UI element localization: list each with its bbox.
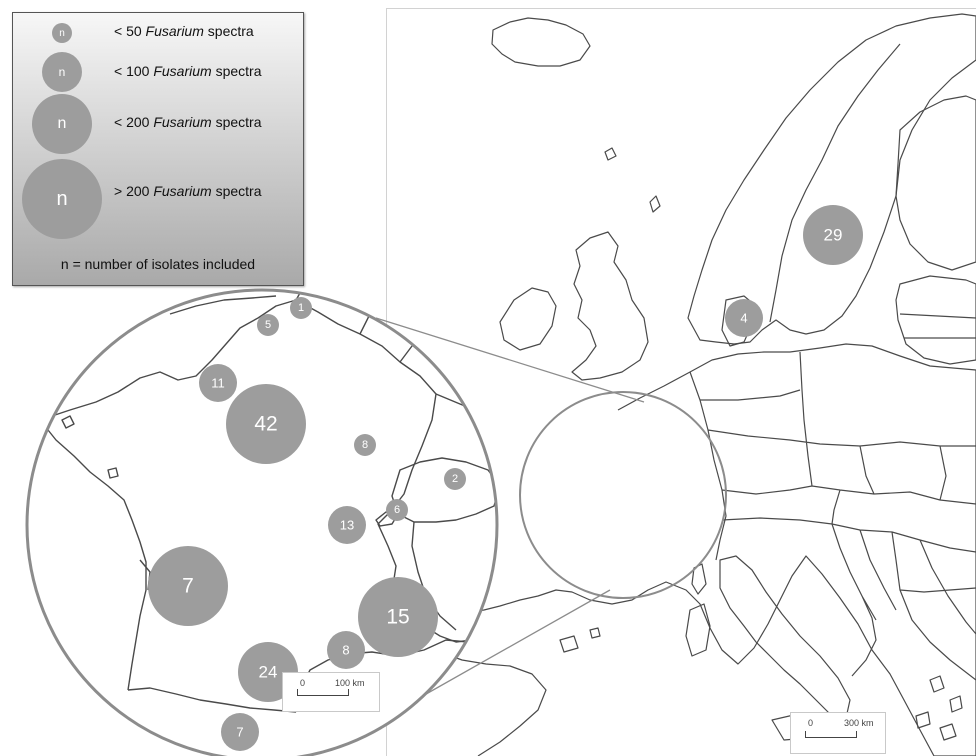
corsica-outline [691,563,707,595]
legend-label-gt200: > 200 Fusarium spectra [114,183,262,199]
legend: n < 50 Fusarium spectra n < 100 Fusarium… [12,12,304,286]
faroe-outline [604,147,617,161]
france-marker-7 [328,506,366,544]
baltics-borders [899,313,976,339]
france-marker-label-5: 2 [452,473,458,485]
france-marker-8 [148,546,228,626]
continent-outline [386,343,976,756]
europe-scalebar-zero: 0 [808,718,814,728]
inset-scalebar-end: 100 km [335,678,365,688]
france-marker-10 [327,631,365,669]
legend-symbol-lt100: n [42,52,82,92]
france-marker-label-4: 8 [362,439,368,451]
france-marker-12 [221,713,259,751]
scandinavia-outline [687,13,976,345]
ireland-outline [499,287,557,351]
france-marker-0 [290,297,312,319]
france-marker-6 [386,499,408,521]
europe-marker-label-1: 4 [740,311,747,326]
europe-marker-0 [803,205,863,265]
france-marker-label-11: 24 [259,663,278,682]
france-marker-label-10: 8 [342,643,349,658]
finland-outline [895,95,976,271]
shetland-outline [649,195,661,213]
legend-symbol-lt200: n [32,94,92,154]
sardinia-outline [685,603,711,657]
france-marker-label-1: 5 [265,319,271,331]
brittany-islands [61,415,119,479]
france-marker-2 [199,364,237,402]
france-marker-label-2: 11 [211,376,225,391]
legend-label-lt100: < 100 Fusarium spectra [114,63,262,79]
france-marker-label-7: 13 [340,518,354,533]
baltics-outline [895,275,976,365]
france-outline [39,299,473,643]
france-marker-label-0: 1 [298,302,304,314]
italy-border [411,521,457,631]
inset-connector-lines [375,317,645,703]
france-west-coast [39,419,147,691]
france-marker-4 [354,434,376,456]
europe-marker-1 [725,299,763,337]
inset-outline-circle [25,288,499,756]
europe-scalebar: 0 300 km [790,712,886,754]
france-marker-label-9: 15 [386,606,409,629]
europe-outlines [386,13,976,756]
legend-label-lt50: < 50 Fusarium spectra [114,23,254,39]
legend-note: n = number of isolates included [60,256,256,272]
europe-marker-label-0: 29 [824,226,843,245]
aegean-islands [915,675,963,741]
europe-scalebar-end: 300 km [844,718,874,728]
great-britain-outline [571,231,649,381]
inset-scalebar-zero: 0 [300,678,306,688]
iceland-outline [491,17,591,67]
pyrenees-border [127,687,297,713]
france-marker-label-12: 7 [236,725,243,740]
france-highlight-circle [519,391,727,599]
france-marker-label-8: 7 [182,575,194,598]
map-frame [386,8,976,756]
internal-borders [689,351,976,681]
france-marker-3 [226,384,306,464]
sweden-norway-border [769,43,901,323]
inset-scalebar-line [297,689,349,696]
legend-symbol-lt50: n [52,23,72,43]
europe-scalebar-line [805,731,857,738]
france-marker-label-3: 42 [254,413,277,436]
france-marker-1 [257,314,279,336]
france-marker-5 [444,468,466,490]
balearic-islands [559,627,601,653]
legend-symbol-gt200: n [22,159,102,239]
france-marker-label-6: 6 [394,504,400,516]
legend-label-lt200: < 200 Fusarium spectra [114,114,262,130]
france-marker-9 [358,577,438,657]
inset-scalebar: 0 100 km [282,672,380,712]
england-south-coast [169,295,277,315]
